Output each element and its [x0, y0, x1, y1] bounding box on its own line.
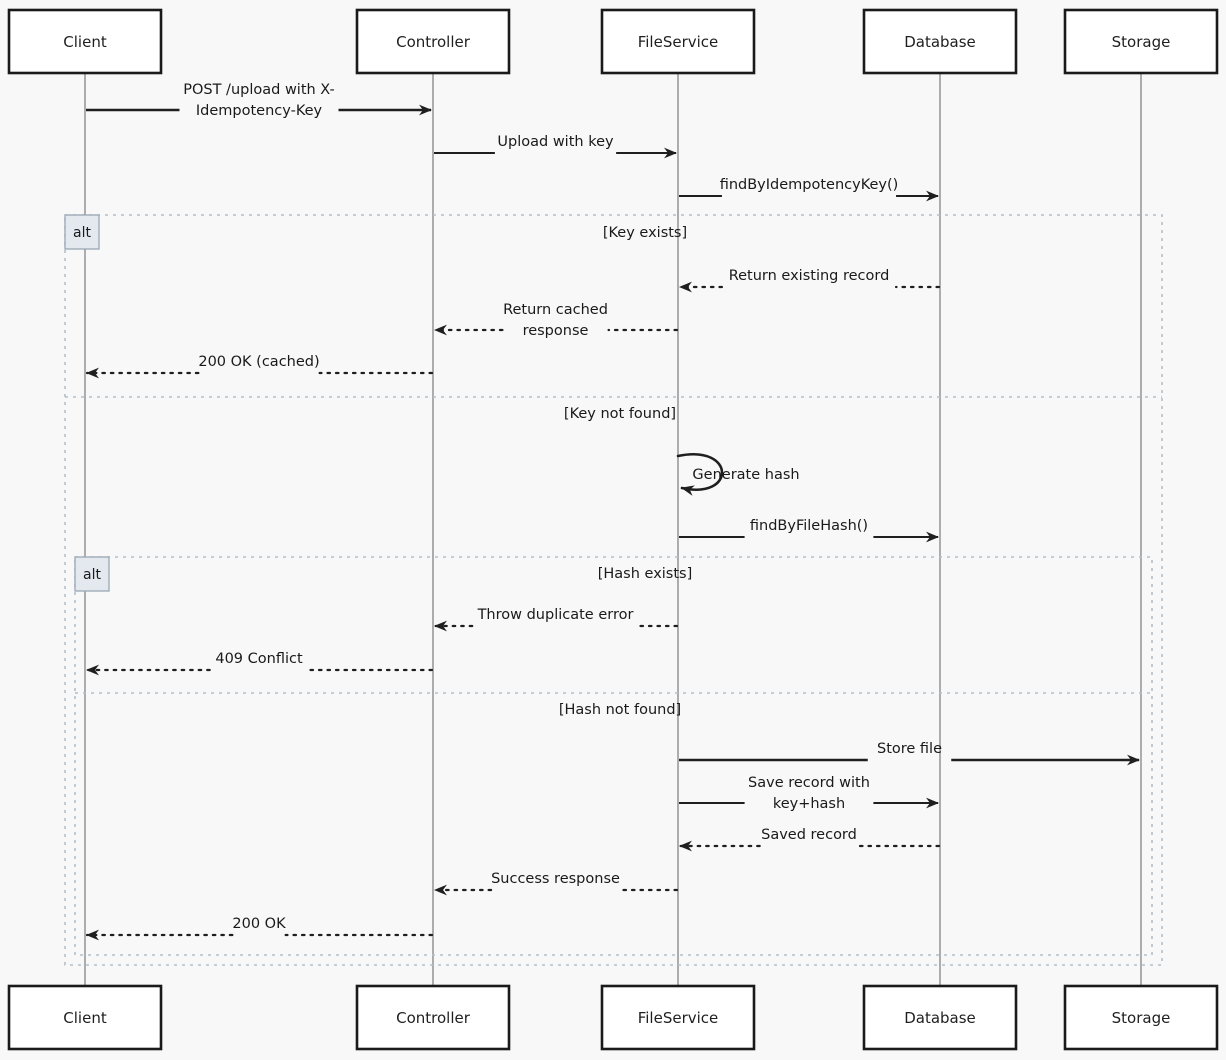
fragment-condition-label: [Hash exists] — [598, 566, 693, 582]
actor-controller-top[interactable]: Controller — [355, 8, 511, 75]
actor-box[interactable] — [1063, 8, 1219, 75]
actor-database-top[interactable]: Database — [862, 8, 1018, 75]
message-m1: POST /upload with X- Idempotency-Key — [86, 82, 432, 119]
message-label: Throw duplicate error — [477, 607, 634, 623]
message-label: Return existing record — [729, 268, 890, 284]
message-m8: findByFileHash() — [679, 518, 939, 543]
message-m4: Return existing record — [678, 268, 941, 293]
actor-controller-bottom[interactable]: Controller — [355, 984, 511, 1051]
actor-storage-bottom[interactable]: Storage — [1063, 984, 1219, 1051]
actor-storage-top[interactable]: Storage — [1063, 8, 1219, 75]
message-label: Store file — [877, 741, 942, 757]
fragment-alt-outer: [Key exists] [Key not found] alt — [64, 214, 1163, 966]
actor-client-top[interactable]: Client — [7, 8, 163, 75]
message-label: key+hash — [773, 796, 845, 812]
actors-bottom-group: Client Controller FileService Database Stora… — [7, 984, 1219, 1051]
self-loop-arrow — [676, 453, 724, 496]
actor-label: Storage — [1112, 33, 1171, 51]
message-m3: findByIdempotencyKey() — [679, 177, 939, 202]
actor-box[interactable] — [862, 8, 1018, 75]
fragment-condition-label: [Hash not found] — [559, 702, 681, 718]
message-label: Saved record — [761, 827, 857, 843]
actor-fileservice-top[interactable]: FileService — [600, 8, 756, 75]
actor-label: Client — [63, 33, 107, 51]
message-label: Idempotency-Key — [196, 103, 323, 119]
message-m15: 200 OK — [85, 916, 434, 941]
message-label: POST /upload with X- — [183, 82, 335, 98]
message-m12: Save record with key+hash — [679, 775, 939, 812]
message-label: 200 OK — [232, 916, 286, 932]
actor-label: FileService — [638, 33, 719, 51]
message-label: response — [523, 323, 589, 339]
actor-box[interactable] — [862, 984, 1018, 1051]
message-m2: Upload with key — [434, 134, 677, 159]
message-m11: Store file — [679, 741, 1140, 766]
fragment-condition-label: [Key exists] — [603, 225, 687, 241]
actor-box[interactable] — [1063, 984, 1219, 1051]
fragment-label-box — [64, 214, 100, 250]
actor-label: FileService — [638, 1009, 719, 1027]
message-m14: Success response — [433, 871, 679, 896]
fragment-label-box — [74, 556, 110, 592]
fragment-border — [64, 214, 1163, 966]
actors-top-group: Client Controller FileService Database Stora… — [7, 8, 1219, 75]
actor-box[interactable] — [355, 8, 511, 75]
message-m7: Generate hash — [676, 453, 800, 496]
actor-box[interactable] — [7, 8, 163, 75]
actor-label: Database — [904, 33, 976, 51]
message-m5: Return cached response — [433, 302, 679, 339]
message-m6: 200 OK (cached) — [85, 354, 434, 379]
actor-box[interactable] — [355, 984, 511, 1051]
message-label: findByIdempotencyKey() — [720, 177, 899, 193]
message-label: Upload with key — [497, 134, 614, 150]
messages-group: POST /upload with X- Idempotency-KeyUploa… — [85, 82, 1140, 941]
lifelines-group — [84, 73, 1142, 986]
message-label: Generate hash — [692, 467, 799, 483]
message-label: findByFileHash() — [750, 518, 868, 534]
message-label: Save record with — [748, 775, 870, 791]
fragments-group: [Key exists][Key not found]alt[Hash exis… — [64, 214, 1163, 966]
message-label: Success response — [491, 871, 620, 887]
actor-label: Database — [904, 1009, 976, 1027]
message-m10: 409 Conflict — [85, 651, 434, 676]
actor-label: Storage — [1112, 1009, 1171, 1027]
fragment-label-text: alt — [83, 567, 101, 583]
actor-label: Client — [63, 1009, 107, 1027]
message-label: 200 OK (cached) — [198, 354, 319, 370]
actor-database-bottom[interactable]: Database — [862, 984, 1018, 1051]
fragment-border — [74, 556, 1153, 956]
fragment-condition-label: [Key not found] — [564, 406, 676, 422]
actor-fileservice-bottom[interactable]: FileService — [600, 984, 756, 1051]
actor-label: Controller — [396, 33, 471, 51]
actor-label: Controller — [396, 1009, 471, 1027]
fragment-label-text: alt — [73, 225, 91, 241]
fragment-alt-inner: [Hash exists] [Hash not found] alt — [74, 556, 1153, 956]
actor-box[interactable] — [7, 984, 163, 1051]
actor-box[interactable] — [600, 984, 756, 1051]
message-label: Return cached — [503, 302, 608, 318]
message-label: 409 Conflict — [215, 651, 303, 667]
message-m13: Saved record — [678, 827, 941, 852]
actor-box[interactable] — [600, 8, 756, 75]
message-m9: Throw duplicate error — [433, 607, 679, 632]
actor-client-bottom[interactable]: Client — [7, 984, 163, 1051]
